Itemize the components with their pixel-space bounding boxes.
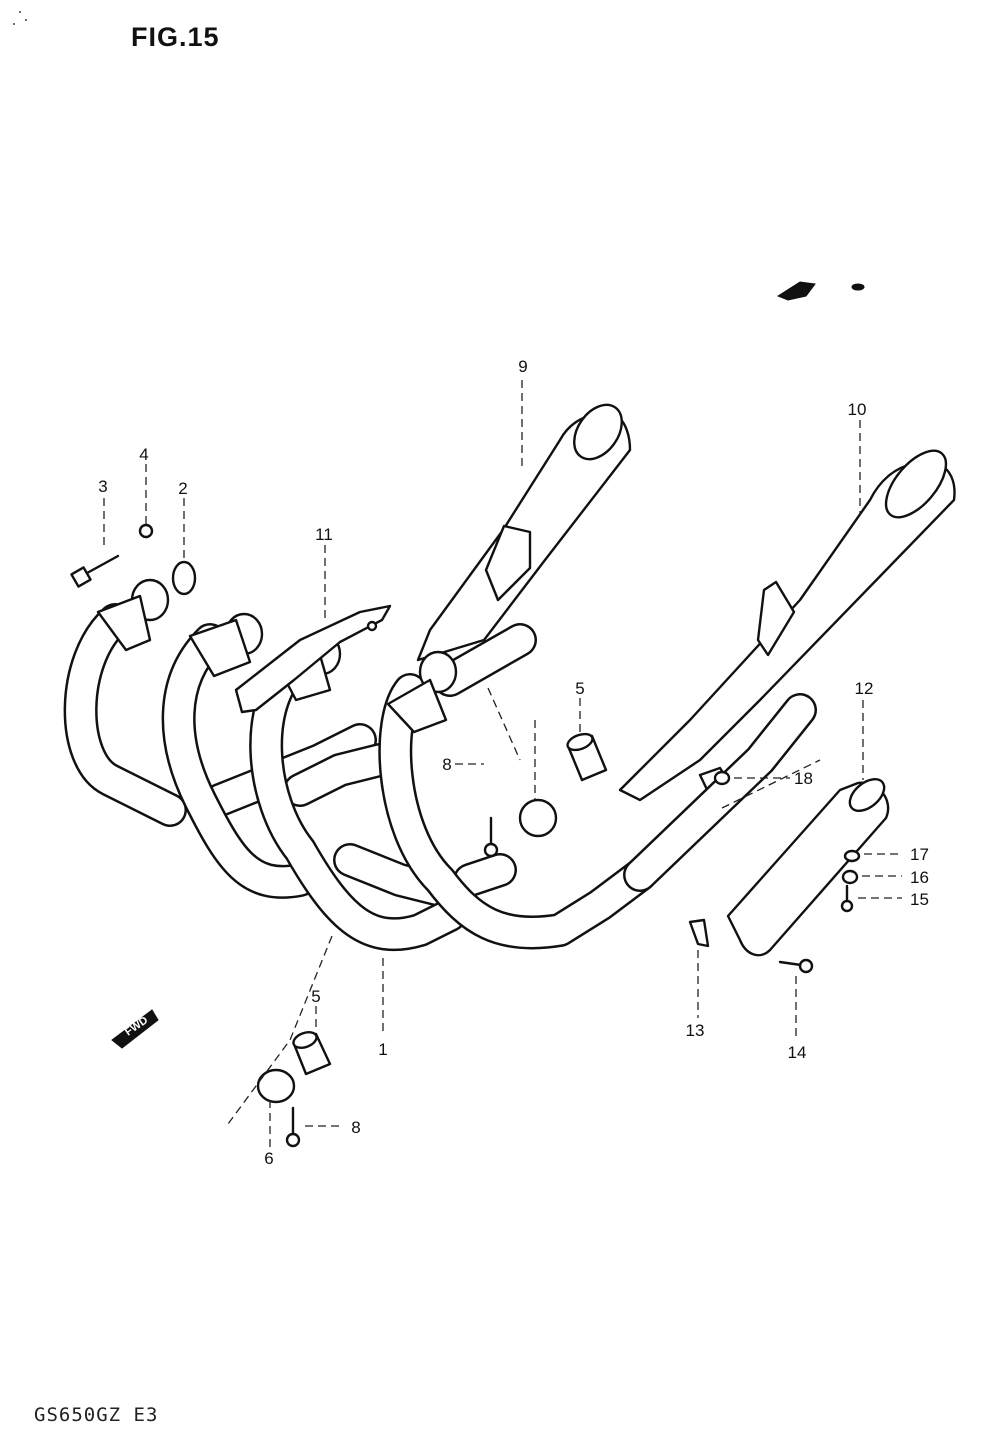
sleeve-5-lower[interactable] <box>291 1029 332 1076</box>
sleeve-5-upper[interactable] <box>565 731 608 782</box>
callout-13: 13 <box>686 1021 705 1040</box>
callout-3: 3 <box>98 477 107 496</box>
leader-lines <box>103 380 902 1150</box>
callout-8-lower: 8 <box>351 1118 360 1137</box>
callout-15: 15 <box>910 890 929 909</box>
callout-8-upper: 8 <box>442 755 451 774</box>
exhaust-header-pipes[interactable] <box>63 603 817 952</box>
bolt-8-upper[interactable] <box>483 816 499 858</box>
callout-5-lower: 5 <box>311 987 320 1006</box>
callout-labels: 1 2 3 4 5 5 6 8 8 9 10 11 12 13 14 15 16… <box>98 357 929 1168</box>
callout-6: 6 <box>264 1149 273 1168</box>
gasket-2[interactable] <box>171 560 197 596</box>
model-code: GS650GZ E3 <box>34 1404 159 1426</box>
nut-4[interactable] <box>138 523 154 539</box>
callout-9: 9 <box>518 357 527 376</box>
nut-16[interactable] <box>841 869 859 885</box>
scan-artifacts <box>13 11 865 301</box>
clamp-upper[interactable] <box>518 798 558 838</box>
bolt-3[interactable] <box>70 554 120 588</box>
crossover-pipes[interactable] <box>203 723 517 907</box>
bolt-14[interactable] <box>778 958 814 974</box>
figure-title: FIG.15 <box>131 22 220 52</box>
washer-17[interactable] <box>843 849 861 863</box>
callout-4: 4 <box>139 445 148 464</box>
callout-17: 17 <box>910 845 929 864</box>
callout-12: 12 <box>855 679 874 698</box>
callout-14: 14 <box>788 1043 807 1062</box>
clamp-6[interactable] <box>256 1068 296 1104</box>
callout-1: 1 <box>378 1040 387 1059</box>
callout-5-upper: 5 <box>575 679 584 698</box>
bolt-15[interactable] <box>840 884 854 913</box>
bracket-13[interactable] <box>688 918 710 948</box>
muffler-left[interactable] <box>416 396 632 662</box>
bolt-8-lower[interactable] <box>285 1106 301 1148</box>
heat-shield-bracket[interactable] <box>234 604 392 714</box>
callout-16: 16 <box>910 868 929 887</box>
muffler-cover[interactable] <box>726 773 890 957</box>
callout-10: 10 <box>848 400 867 419</box>
callout-2: 2 <box>178 479 187 498</box>
washer-18[interactable] <box>713 770 731 786</box>
callout-18: 18 <box>794 769 813 788</box>
forward-direction-arrow: FWD <box>111 1009 159 1049</box>
callout-11: 11 <box>315 525 333 544</box>
